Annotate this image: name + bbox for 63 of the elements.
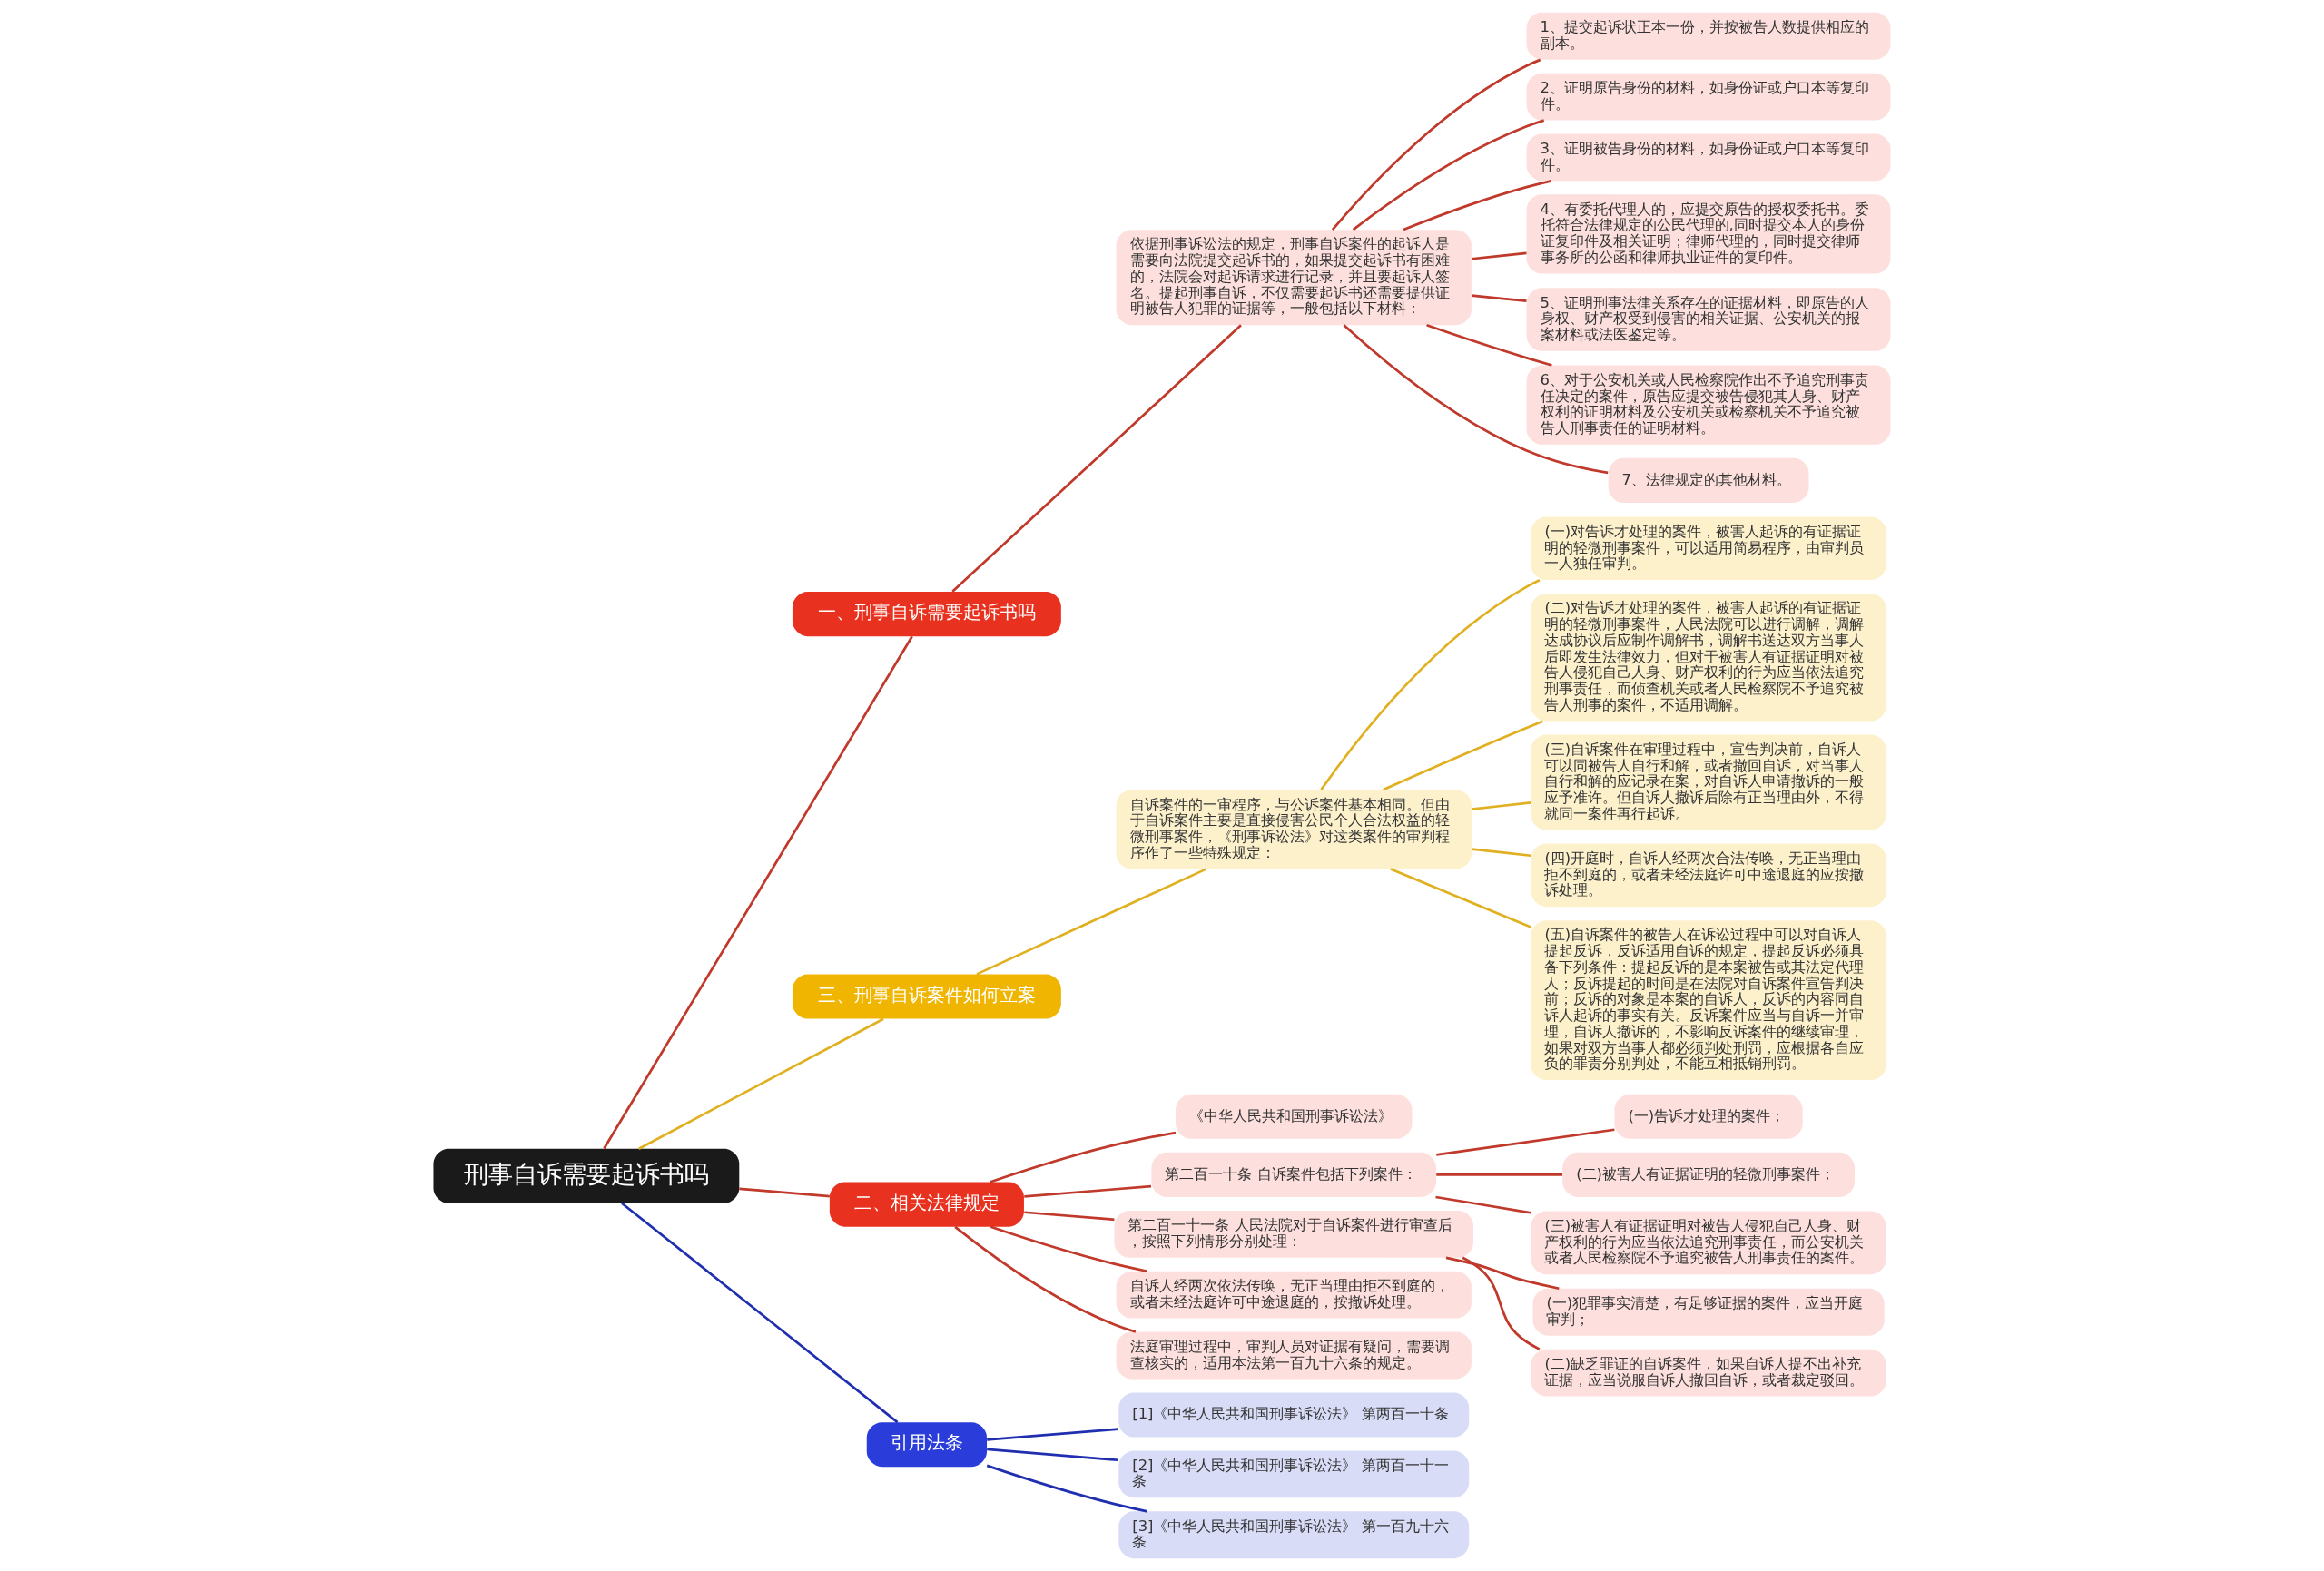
connector <box>987 1428 1118 1441</box>
node-box: 二、相关法律规定 <box>829 1182 1024 1227</box>
node-box: 自诉人经两次依法传唤，无正当理由拒不到庭的，或者未经法庭许可中途退庭的，按撤诉处理。 <box>1116 1271 1472 1319</box>
connector <box>990 1225 1148 1273</box>
node-box: (三)自诉案件在审理过程中，宣告判决前，自诉人可以同被告人自行和解，或者撤回自诉，对当事人自行和解的应记录在案，对自诉人申请撤诉的一般应予准许。但自诉人撤诉后除有正当理由外，不得就同一案件再行起诉。 <box>1531 734 1886 830</box>
connector <box>1462 1256 1541 1350</box>
node-box: 法庭审理过程中，审判人员对证据有疑问，需要调查核实的，适用本法第一百九十六条的规定。 <box>1116 1331 1472 1380</box>
connector <box>1331 58 1541 231</box>
connector <box>1436 1173 1562 1176</box>
connector <box>1472 800 1531 811</box>
connector <box>1445 1256 1560 1291</box>
connector <box>987 1448 1118 1462</box>
node-box: 6、对于公安机关或人民检察院作出不予追究刑事责任决定的案件，原告应提交被告侵犯其人身、财产权利的证明材料及公安机关或检察机关不予追究被告人刑事责任的证明材料。 <box>1526 365 1891 445</box>
node-box: (一)犯罪事实清楚，有足够证据的案件，应当开庭审判； <box>1532 1288 1885 1336</box>
connector <box>1436 1128 1615 1156</box>
connector <box>1426 324 1552 367</box>
node-box: 5、证明刑事法律关系存在的证据材料，即原告的人身权、财产权受到侵害的相关证据、公安机关的报案材料或法医鉴定等。 <box>1526 288 1891 351</box>
connector <box>1320 579 1541 790</box>
node-box: (二)被害人有证据证明的轻微刑事案件； <box>1562 1152 1855 1197</box>
connector <box>1472 294 1527 303</box>
node-box: [1]《中华人民共和国刑事诉讼法》 第两百一十条 <box>1118 1392 1470 1438</box>
connector <box>954 1225 1137 1333</box>
node-box: 7、法律规定的其他材料。 <box>1608 457 1809 503</box>
node-box: 1、提交起诉状正本一份，并按被告人数提供相应的副本。 <box>1526 12 1891 60</box>
connector <box>1435 1195 1531 1214</box>
node-box: (二)缺乏罪证的自诉案件，如果自诉人提不出补充证据，应当说服自诉人撤回自诉，或者裁定驳回。 <box>1531 1349 1886 1397</box>
connector <box>603 635 913 1150</box>
connector <box>739 1187 830 1198</box>
connector <box>976 868 1207 976</box>
connector <box>986 1464 1148 1513</box>
node-box: 自诉案件的一审程序，与公诉案件基本相同。但由于自诉案件主要是直接侵害公民个人合法权益的轻微刑事案件，《刑事诉讼法》对这类案件的审判程序作了一些特殊规定： <box>1116 790 1472 869</box>
node-box: 3、证明被告身份的材料，如身份证或户口本等复印件。 <box>1526 133 1891 182</box>
node-box: (二)对告诉才处理的案件，被害人起诉的有证据证明的轻微刑事案件，人民法院可以进行调解，调解达成协议后应制作调解书，调解书送达双方当事人后即发生法律效力，但对于被害人有证据证明对被告人侵犯自己人身、财产权利的行为应当依法追究刑事责任，而侦查机关或者人民检察院不予追究被告人刑事的案件，不适用调解。 <box>1531 594 1886 722</box>
connector <box>1383 720 1543 791</box>
node-box: 第二百一十一条 人民法院对于自诉案件进行审查后，按照下列情形分别处理： <box>1114 1210 1473 1258</box>
node-box: 4、有委托代理人的，应提交原告的授权委托书。委托符合法律规定的公民代理的,同时提交本人的身份证复印件及相关证明；律师代理的，同时提交律师事务所的公函和律师执业证件的复印件。 <box>1526 194 1891 274</box>
connector <box>1403 180 1551 231</box>
node-box: (一)告诉才处理的案件； <box>1614 1094 1803 1139</box>
node-box: 依据刑事诉讼法的规定，刑事自诉案件的起诉人是需要向法院提交起诉书的，如果提交起诉书有困难的，法院会对起诉请求进行记录，并且要起诉人签名。提起刑事自诉，不仅需要起诉书还需要提供证明被告人犯罪的证据等，一般包括以下材料： <box>1116 230 1472 326</box>
node-box: (四)开庭时，自诉人经两次合法传唤，无正当理由拒不到庭的，或者未经法庭许可中途退庭的应按撤诉处理。 <box>1531 843 1886 908</box>
node-box: 第二百一十条 自诉案件包括下列案件： <box>1151 1152 1437 1197</box>
connector <box>1472 251 1527 260</box>
node-box: (五)自诉案件的被告人在诉讼过程中可以对自诉人提起反诉，反诉适用自诉的规定，提起反诉必须具备下列条件：提起反诉的是本案被告或其法定代理人；反诉提起的时间是在法院对自诉案件宣告判决前；反诉的对象是本案的自诉人，反诉的内容同自诉人起诉的事实有关。反诉案件应当与自诉一并审理，自诉人撤诉的，不影响反诉案件的继续审理，如果对双方当事人都必须判处刑罚，应根据各自应负的罪责分别判处，不能互相抵销刑罚。 <box>1531 920 1886 1081</box>
connector <box>1024 1184 1152 1198</box>
node-box: (一)对告诉才处理的案件，被害人起诉的有证据证明的轻微刑事案件，可以适用简易程序，由审判员一人独任审判。 <box>1531 516 1886 581</box>
node-box: (三)被害人有证据证明对被告人侵犯自己人身、财产权利的行为应当依法追究刑事责任，而公安机关或者人民检察院不予追究被告人刑事责任的案件。 <box>1531 1211 1886 1275</box>
node-box: 2、证明原告身份的材料，如身份证或户口本等复印件。 <box>1526 73 1891 121</box>
node-box: 一、刑事自诉需要起诉书吗 <box>792 592 1061 637</box>
node-box: 三、刑事自诉案件如何立案 <box>792 974 1061 1019</box>
connector <box>951 324 1242 593</box>
connector <box>990 1131 1177 1183</box>
connector <box>1352 119 1545 231</box>
node-box: [3]《中华人民共和国刑事诉讼法》 第一百九十六条 <box>1118 1511 1470 1559</box>
node-box: 刑事自诉需要起诉书吗 <box>433 1148 740 1203</box>
connector <box>621 1202 899 1424</box>
connector <box>1024 1211 1115 1222</box>
node-box: [2]《中华人民共和国刑事诉讼法》 第两百一十一条 <box>1118 1450 1470 1498</box>
connector <box>1390 868 1531 928</box>
node-box: 《中华人民共和国刑事诉讼法》 <box>1176 1094 1413 1139</box>
connector <box>1472 848 1531 858</box>
connector <box>1343 324 1609 475</box>
connector <box>638 1017 884 1150</box>
node-box: 引用法条 <box>866 1422 988 1468</box>
